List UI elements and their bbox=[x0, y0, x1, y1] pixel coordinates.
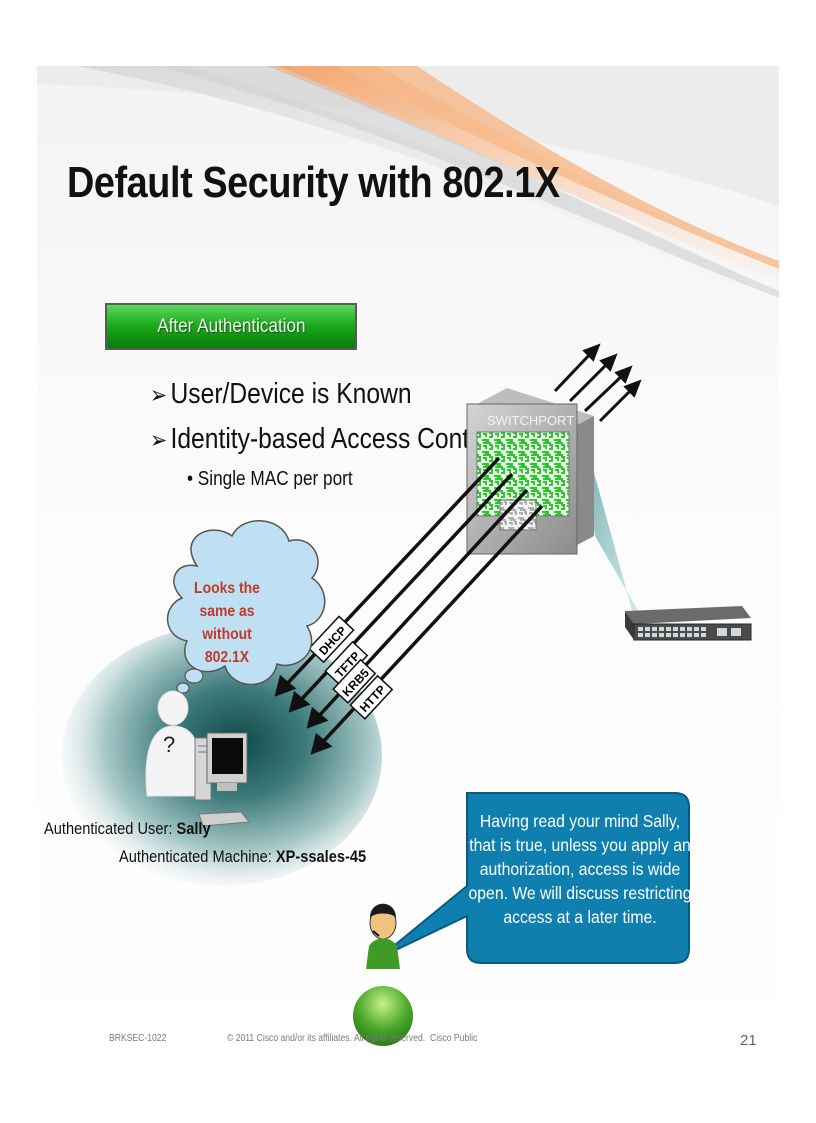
authenticated-user-caption: Authenticated User: bbox=[44, 819, 177, 838]
authenticated-machine-value: XP-ssales-45 bbox=[275, 847, 367, 866]
after-authentication-badge: After Authentication bbox=[105, 303, 357, 350]
network-switch-icon bbox=[625, 606, 752, 641]
authenticated-user-label: Authenticated User: Sally bbox=[44, 819, 211, 839]
question-mark-icon: ? bbox=[163, 732, 176, 757]
anonymous-user-icon bbox=[145, 690, 201, 797]
footer-classification: Cisco Public bbox=[430, 1033, 478, 1044]
outgoing-arrows bbox=[553, 343, 642, 423]
switchport-label: SWITCHPORT bbox=[487, 413, 574, 428]
network-diagram: SWITCHPORT DHCP TFTP bbox=[62, 343, 752, 1046]
bullet-text: Identity-based Access Control bbox=[170, 423, 497, 455]
chevron-right-icon: ➢ bbox=[150, 382, 168, 409]
thought-bubble-text: Looks the same as without 802.1X bbox=[194, 580, 260, 666]
slide-title: Default Security with 802.1X bbox=[67, 158, 560, 207]
chevron-right-icon: ➢ bbox=[150, 427, 168, 454]
switchport-box: SWITCHPORT bbox=[466, 388, 594, 555]
bullet-text: User/Device is Known bbox=[170, 378, 412, 410]
workstation-icon bbox=[194, 732, 250, 827]
authenticated-user-value: Sally bbox=[176, 819, 211, 838]
callout-bubble bbox=[378, 791, 690, 964]
sub-bullet: • Single MAC per port bbox=[187, 468, 353, 491]
bullet-user-device-known: ➢User/Device is Known bbox=[150, 378, 412, 411]
footer-copyright: © 2011 Cisco and/or its affiliates. All … bbox=[227, 1033, 426, 1044]
authenticated-machine-label: Authenticated Machine: XP-ssales-45 bbox=[119, 847, 366, 867]
decorative-swoosh bbox=[37, 66, 779, 306]
presenter-avatar bbox=[353, 903, 413, 1046]
page-number: 21 bbox=[740, 1032, 757, 1049]
sub-bullet-text: Single MAC per port bbox=[197, 468, 353, 490]
bullet-dot-icon: • bbox=[187, 468, 198, 490]
bullet-identity-access-control: ➢Identity-based Access Control bbox=[150, 423, 497, 456]
slide: Default Security with 802.1X After Authe… bbox=[37, 66, 779, 1060]
callout-text: Having read your mind Sally, that is tru… bbox=[468, 811, 692, 927]
badge-label: After Authentication bbox=[156, 316, 306, 337]
thought-bubble bbox=[166, 520, 326, 694]
footer-session-id: BRKSEC-1022 bbox=[109, 1033, 167, 1044]
protocol-labels: DHCP TFTP KRB5 HTTP bbox=[307, 615, 394, 720]
authenticated-machine-caption: Authenticated Machine: bbox=[119, 847, 276, 866]
